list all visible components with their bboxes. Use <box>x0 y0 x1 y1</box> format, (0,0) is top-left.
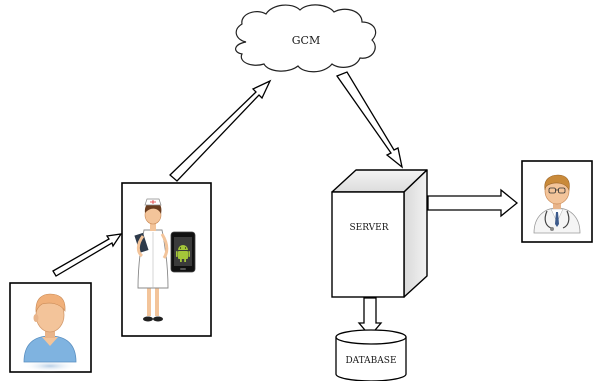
nurse-icon <box>134 198 169 322</box>
android-phone-icon <box>170 231 196 273</box>
patient-icon <box>22 293 78 372</box>
arrow-nurse-to-gcm <box>169 79 272 182</box>
server-node: SERVER <box>331 169 428 298</box>
gcm-cloud-shape <box>235 4 377 73</box>
arrow-patient-to-nurse <box>52 233 123 277</box>
server-side-face <box>403 169 428 298</box>
database-label: DATABASE <box>345 356 396 366</box>
server-label: SERVER <box>349 223 388 233</box>
patient-node <box>9 282 92 373</box>
arrow-gcm-to-server <box>335 71 404 169</box>
gcm-cloud: GCM <box>235 4 377 73</box>
doctor-icon <box>533 174 581 234</box>
doctor-node <box>521 160 593 243</box>
database-top <box>335 329 407 345</box>
server-front-face <box>331 191 405 298</box>
gcm-label: GCM <box>292 34 320 47</box>
database-node: DATABASE <box>335 329 407 381</box>
arrow-server-to-doctor <box>427 188 519 218</box>
nurse-node <box>121 182 212 337</box>
